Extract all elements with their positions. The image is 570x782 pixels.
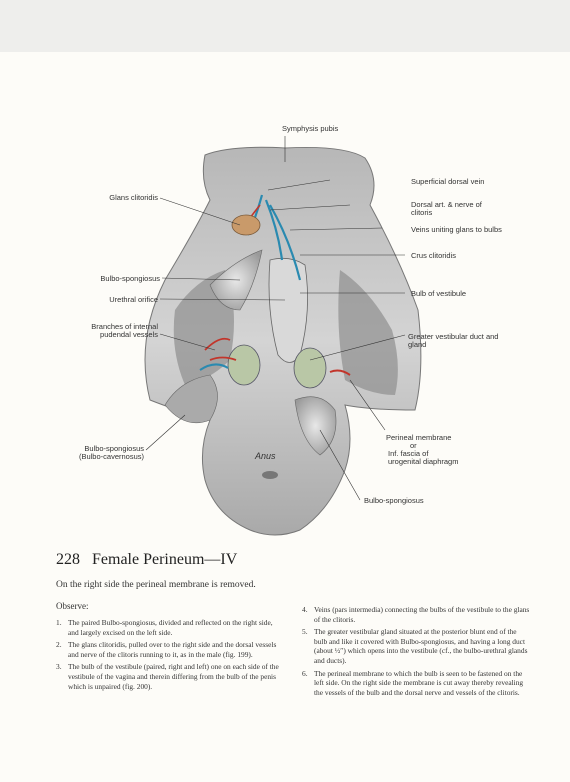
perineum-drawing xyxy=(144,136,422,536)
label-inf-fascia-2: urogenital diaphragm xyxy=(388,457,459,466)
list-item: 6.The perineal membrane to which the bul… xyxy=(302,668,524,697)
label-bulbo-spongiosus-lower: Bulbo-spongiosus xyxy=(364,496,424,505)
label-greater-vestibular-1: Greater vestibular duct and xyxy=(408,332,499,341)
figure-number: 228 xyxy=(56,551,80,568)
label-bulbo-spongiosus-upper: Bulbo-spongiosus xyxy=(100,274,160,283)
label-dorsal-artery-2: clitoris xyxy=(411,208,433,217)
vessel-cut-right xyxy=(329,369,351,376)
bulb-left xyxy=(227,344,261,386)
bulb-right xyxy=(293,347,327,389)
label-branches-2: pudendal vessels xyxy=(100,330,158,339)
leader-lines xyxy=(145,136,406,501)
label-superficial-dorsal-vein: Superficial dorsal vein xyxy=(411,177,485,186)
list-item: 3.The bulb of the vestibule (paired, rig… xyxy=(56,662,279,691)
label-crus-clitoridis: Crus clitoridis xyxy=(411,251,457,260)
label-dorsal-artery-1: Dorsal art. & nerve of xyxy=(411,200,482,209)
left-column: 1.The paired Bulbo-spongiosus, divided a… xyxy=(56,618,284,694)
label-bulb-of-vestibule: Bulb of vestibule xyxy=(411,289,467,298)
list-item: 4.Veins (pars intermedia) connecting the… xyxy=(302,605,530,624)
list-item: 1.The paired Bulbo-spongiosus, divided a… xyxy=(56,618,273,637)
label-branches-1: Branches of internal xyxy=(91,322,158,331)
ischiopubic-ramus-right xyxy=(338,270,398,395)
label-symphysis-pubis: Symphysis pubis xyxy=(282,124,339,133)
figure-title: Female Perineum—IV xyxy=(92,551,238,568)
label-urethral-orifice: Urethral orifice xyxy=(109,295,158,304)
observe-label: Observe: xyxy=(56,601,89,611)
right-column: 4.Veins (pars intermedia) connecting the… xyxy=(302,605,530,700)
label-bulbo-spongiosus-left-1: Bulbo-spongiosus xyxy=(84,444,144,453)
list-item: 5.The greater vestibular gland situated … xyxy=(302,627,528,665)
label-glans-clitoridis: Glans clitoridis xyxy=(109,193,158,202)
figure-heading: 228 Female Perineum—IV xyxy=(56,551,237,569)
reflected-muscle xyxy=(164,374,218,424)
label-or: or xyxy=(410,441,417,450)
anus-drawing xyxy=(262,471,278,479)
glans xyxy=(231,214,261,236)
label-veins-uniting: Veins uniting glans to bulbs xyxy=(411,225,502,234)
label-greater-vestibular-2: gland xyxy=(408,340,427,349)
list-item: 2.The glans clitoridis, pulled over to t… xyxy=(56,640,277,659)
label-inf-fascia-1: Inf. fascia of xyxy=(388,449,429,458)
label-perineal-membrane: Perineal membrane xyxy=(386,433,452,442)
pudendal-veins xyxy=(199,363,229,371)
figure-subtitle: On the right side the perineal membrane … xyxy=(56,580,256,590)
top-band xyxy=(0,0,570,52)
label-bulbo-spongiosus-left-2: (Bulbo-cavernosus) xyxy=(78,452,144,461)
label-anus: Anus xyxy=(255,451,276,461)
anatomical-illustration: Symphysis pubis Superficial dorsal vein … xyxy=(0,110,570,550)
